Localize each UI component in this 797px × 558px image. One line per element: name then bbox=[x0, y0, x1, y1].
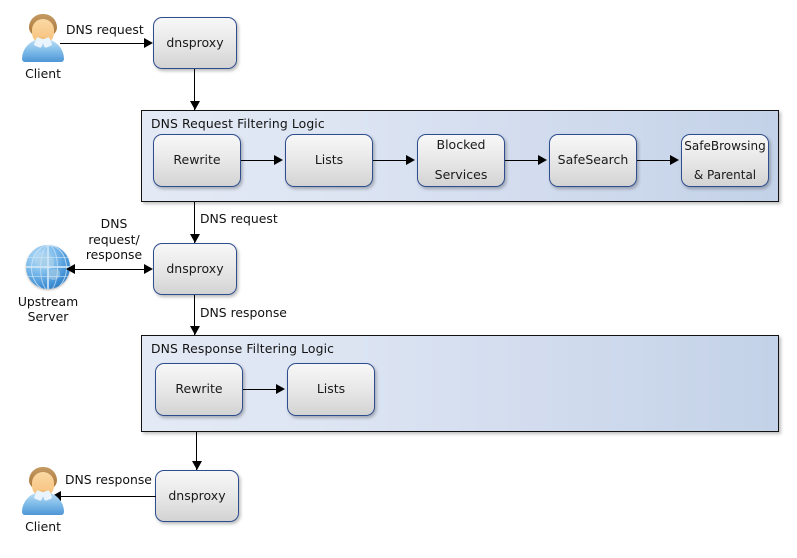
upstream-server-caption-line1: Upstream bbox=[17, 294, 79, 309]
connector-rewrite-to-lists bbox=[241, 160, 276, 161]
edge-label-proxy-to-upstream: DNS request/ response bbox=[78, 216, 150, 263]
stage-rewrite[interactable]: Rewrite bbox=[153, 134, 241, 187]
arrow-head-to-upstream bbox=[66, 264, 75, 274]
dnsproxy-top-label: dnsproxy bbox=[166, 34, 224, 50]
client-bottom-caption: Client bbox=[25, 519, 61, 534]
arrow-head-safesearch-to-safebrowsing bbox=[670, 155, 679, 165]
stage-rewrite-response-label: Rewrite bbox=[175, 381, 223, 397]
upstream-server-caption: Upstream Server bbox=[4, 294, 92, 324]
dnsproxy-middle-label: dnsproxy bbox=[166, 260, 224, 276]
arrow-head-to-proxy-middle bbox=[144, 264, 153, 274]
upstream-server-caption-line2: Server bbox=[27, 309, 69, 325]
stage-safesearch[interactable]: SafeSearch bbox=[549, 134, 637, 187]
edge-label-proxy-to-upstream-line3: response bbox=[85, 247, 143, 262]
arrow-head-request-panel-to-proxy bbox=[190, 234, 200, 243]
edge-label-proxy-to-client: DNS response bbox=[65, 472, 152, 487]
connector-proxy-to-client bbox=[60, 496, 156, 497]
person-body bbox=[22, 492, 64, 515]
stage-rewrite-response[interactable]: Rewrite bbox=[155, 363, 243, 416]
connector-request-panel-to-proxy bbox=[194, 202, 195, 243]
connector-rewrite-to-lists-response bbox=[243, 389, 278, 390]
panel-response-filtering: DNS Response Filtering Logic bbox=[141, 335, 779, 432]
stage-safebrowsing-parental[interactable]: SafeBrowsing & Parental bbox=[681, 134, 769, 187]
connector-proxy-upstream bbox=[75, 269, 146, 270]
stage-rewrite-label: Rewrite bbox=[173, 152, 221, 168]
globe-meridian-inner bbox=[40, 245, 58, 289]
person-body bbox=[22, 39, 64, 62]
stage-lists-response[interactable]: Lists bbox=[287, 363, 375, 416]
globe-icon bbox=[26, 245, 70, 289]
dnsproxy-middle-node[interactable]: dnsproxy bbox=[153, 243, 237, 295]
connector-blocked-services-to-safesearch bbox=[505, 160, 540, 161]
stage-blocked-services[interactable]: Blocked Services bbox=[417, 134, 505, 187]
panel-request-filtering-title: DNS Request Filtering Logic bbox=[151, 116, 325, 131]
connector-proxy-to-request-panel bbox=[194, 69, 195, 110]
arrow-head-blocked-services-to-safesearch bbox=[538, 155, 547, 165]
client-top-caption: Client bbox=[25, 66, 61, 81]
connector-response-panel-to-proxy bbox=[196, 432, 197, 470]
arrow-head-proxy-to-request-panel bbox=[190, 101, 200, 110]
arrow-head-lists-to-blocked-services bbox=[406, 155, 415, 165]
stage-blocked-services-line2: Services bbox=[434, 166, 488, 182]
dnsproxy-bottom-label: dnsproxy bbox=[168, 487, 226, 503]
person-icon bbox=[20, 14, 66, 62]
edge-label-request-panel-to-proxy: DNS request bbox=[200, 211, 278, 226]
arrow-head-proxy-to-response-panel bbox=[190, 326, 200, 335]
panel-response-filtering-title: DNS Response Filtering Logic bbox=[151, 341, 335, 356]
edge-label-proxy-to-response-panel: DNS response bbox=[200, 305, 287, 320]
connector-safesearch-to-safebrowsing bbox=[637, 160, 672, 161]
stage-safesearch-label: SafeSearch bbox=[557, 152, 629, 168]
arrow-head-rewrite-to-lists-response bbox=[276, 384, 285, 394]
edge-label-proxy-to-upstream-line1: DNS bbox=[100, 216, 128, 231]
stage-safebrowsing-parental-line2: & Parental bbox=[693, 167, 757, 182]
person-icon bbox=[20, 467, 66, 515]
connector-proxy-to-response-panel bbox=[194, 295, 195, 335]
arrow-head-rewrite-to-lists bbox=[274, 155, 283, 165]
connector-lists-to-blocked-services bbox=[373, 160, 408, 161]
connector-client-to-proxy bbox=[60, 43, 146, 44]
stage-blocked-services-label: Blocked Services bbox=[431, 138, 492, 182]
stage-lists-label: Lists bbox=[314, 152, 344, 168]
arrow-head-response-panel-to-proxy bbox=[192, 461, 202, 470]
dnsproxy-bottom-node[interactable]: dnsproxy bbox=[155, 470, 239, 522]
dnsproxy-top-node[interactable]: dnsproxy bbox=[153, 17, 237, 69]
stage-blocked-services-line1: Blocked bbox=[436, 137, 486, 153]
stage-lists-response-label: Lists bbox=[316, 381, 346, 397]
arrow-head-client-to-proxy bbox=[144, 38, 153, 48]
edge-label-proxy-to-upstream-line2: request/ bbox=[88, 231, 140, 247]
edge-label-client-to-proxy: DNS request bbox=[66, 22, 144, 37]
stage-safebrowsing-parental-label: SafeBrowsing & Parental bbox=[680, 139, 769, 181]
stage-safebrowsing-parental-line1: SafeBrowsing bbox=[684, 139, 766, 154]
stage-lists[interactable]: Lists bbox=[285, 134, 373, 187]
